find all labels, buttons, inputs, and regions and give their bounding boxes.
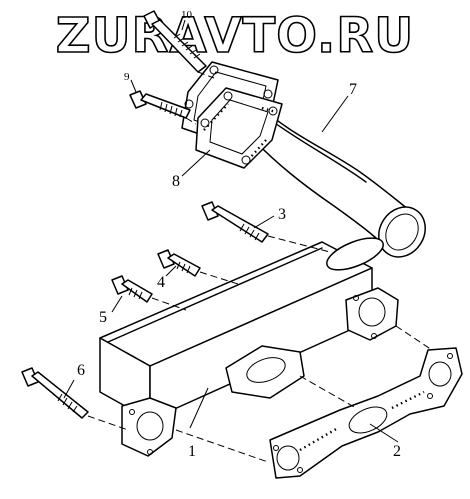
watermark-text: ZURAVTO.RU [56, 8, 414, 64]
callout-4: 4 [157, 274, 165, 291]
bolt-4 [157, 249, 201, 277]
leader-lines [63, 19, 399, 443]
assembly-lines [87, 71, 433, 463]
callout-8: 8 [172, 173, 180, 190]
bolt-3 [201, 201, 269, 243]
callout-9: 9 [124, 71, 130, 83]
manifold-gasket [269, 347, 463, 479]
bolt-5 [111, 275, 153, 303]
callout-3: 3 [278, 206, 286, 223]
callout-7: 7 [349, 81, 357, 98]
bolt-10 [143, 10, 207, 73]
callout-10: 10 [181, 9, 193, 21]
callout-2: 2 [393, 443, 401, 460]
elbow-gasket [195, 87, 283, 169]
callout-6: 6 [77, 362, 85, 379]
callout-5: 5 [99, 309, 107, 326]
bolt-9 [129, 90, 191, 119]
bolt-6 [21, 367, 89, 419]
callout-1: 1 [188, 443, 196, 460]
exhaust-manifold [99, 237, 399, 457]
exhaust-elbow-pipe [245, 107, 426, 258]
